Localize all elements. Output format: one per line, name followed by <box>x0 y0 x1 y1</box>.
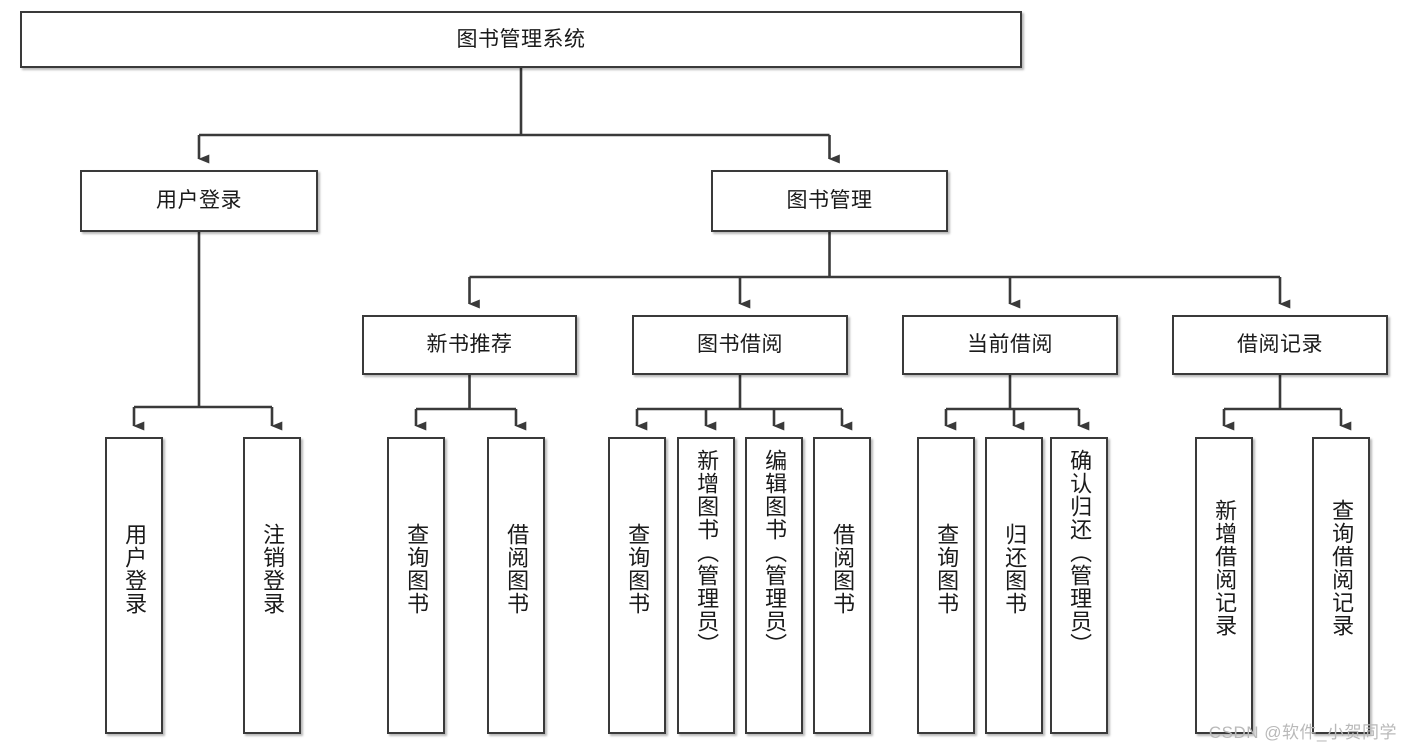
node-label: 查询图书 <box>625 523 651 615</box>
node-new-book-rec[interactable]: 新书推荐 <box>362 315 577 375</box>
node-label: 查询借阅记录 <box>1329 499 1355 637</box>
node-label: 查询图书 <box>404 523 430 615</box>
node-label: 当前借阅 <box>967 333 1053 357</box>
node-label: 图书借阅 <box>697 333 783 357</box>
node-label: 用户登录 <box>122 523 148 615</box>
node-leaf-return-book[interactable]: 归还图书 <box>985 437 1043 734</box>
node-label: 借阅图书 <box>830 523 856 615</box>
node-leaf-borrow-book-1[interactable]: 借阅图书 <box>487 437 545 734</box>
node-borrow-record[interactable]: 借阅记录 <box>1172 315 1388 375</box>
node-label: 用户登录 <box>156 189 242 213</box>
node-label: 图书管理 <box>786 189 873 213</box>
node-label: 查询图书 <box>934 523 960 615</box>
node-label: 借阅记录 <box>1237 333 1323 357</box>
node-leaf-user-login[interactable]: 用户登录 <box>105 437 163 734</box>
node-leaf-query-book-3[interactable]: 查询图书 <box>917 437 975 734</box>
node-book-manage[interactable]: 图书管理 <box>711 170 948 232</box>
node-leaf-query-book-1[interactable]: 查询图书 <box>387 437 445 734</box>
node-label: 新增图书（管理员） <box>694 449 720 656</box>
node-label: 新增借阅记录 <box>1212 499 1238 637</box>
node-label: 注销登录 <box>260 523 286 615</box>
watermark-text: CSDN @软件_小贺同学 <box>1208 723 1397 742</box>
node-leaf-confirm-return[interactable]: 确认归还（管理员） <box>1050 437 1108 734</box>
node-user-login[interactable]: 用户登录 <box>80 170 318 232</box>
node-label: 编辑图书（管理员） <box>762 449 788 656</box>
node-label: 确认归还（管理员） <box>1067 449 1093 656</box>
node-leaf-query-record[interactable]: 查询借阅记录 <box>1312 437 1370 734</box>
node-label: 归还图书 <box>1002 523 1028 615</box>
node-root[interactable]: 图书管理系统 <box>20 11 1022 68</box>
node-leaf-query-book-2[interactable]: 查询图书 <box>608 437 666 734</box>
node-label: 借阅图书 <box>504 523 530 615</box>
node-label: 新书推荐 <box>426 333 513 357</box>
node-leaf-logout[interactable]: 注销登录 <box>243 437 301 734</box>
node-leaf-edit-book[interactable]: 编辑图书（管理员） <box>745 437 803 734</box>
node-leaf-add-record[interactable]: 新增借阅记录 <box>1195 437 1253 734</box>
node-current-borrow[interactable]: 当前借阅 <box>902 315 1118 375</box>
node-book-borrow[interactable]: 图书借阅 <box>632 315 848 375</box>
node-leaf-add-book[interactable]: 新增图书（管理员） <box>677 437 735 734</box>
node-label: 图书管理系统 <box>456 27 586 51</box>
node-leaf-borrow-book-2[interactable]: 借阅图书 <box>813 437 871 734</box>
